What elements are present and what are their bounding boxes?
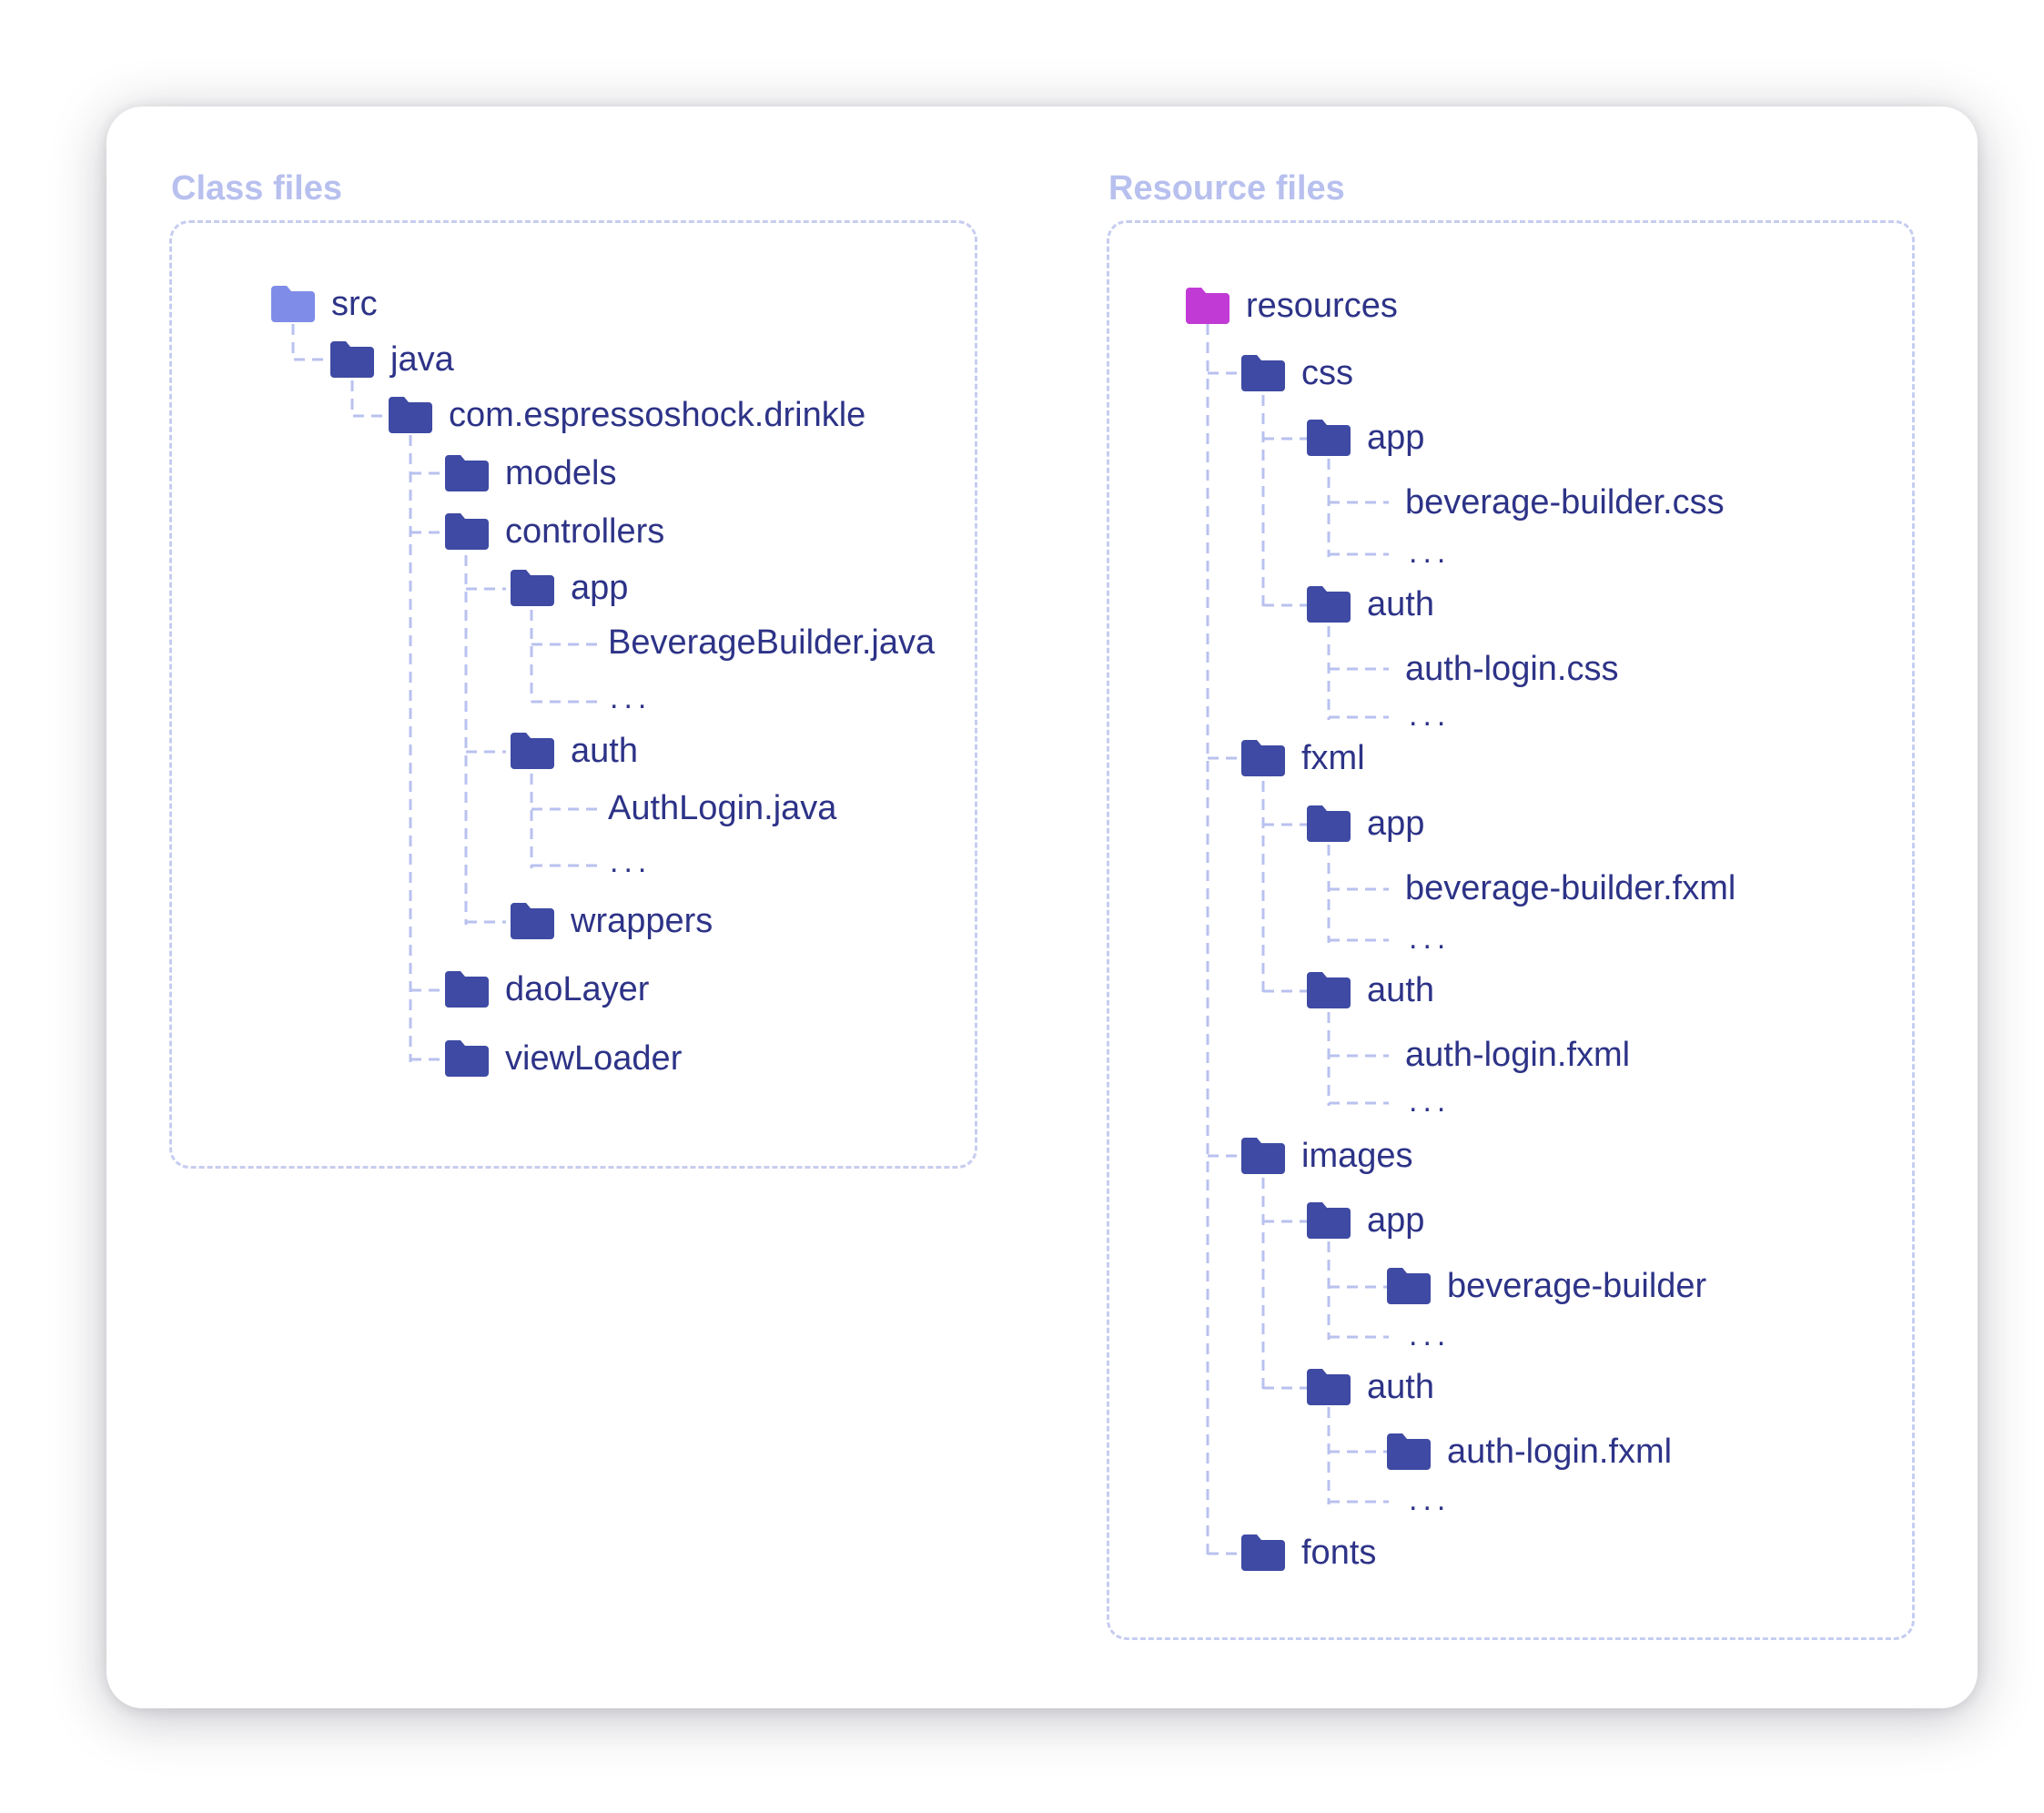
node-label: resources <box>1246 286 1398 325</box>
folder-icon <box>511 570 554 606</box>
node-label: controllers <box>505 511 665 551</box>
file-beverage-builder-css[interactable]: beverage-builder.css <box>1405 483 1725 522</box>
node-label: fxml <box>1301 738 1365 777</box>
tree-node-fxml-app[interactable]: app <box>1307 800 1424 847</box>
file-beverage-builder-java[interactable]: BeverageBuilder.java <box>608 623 936 662</box>
node-label: daoLayer <box>505 969 650 1008</box>
folder-icon <box>1307 420 1351 456</box>
node-label: images <box>1301 1136 1413 1175</box>
folder-icon <box>389 397 432 433</box>
tree-node-daolayer[interactable]: daoLayer <box>445 966 649 1013</box>
node-label: beverage-builder <box>1447 1266 1707 1305</box>
tree-node-images[interactable]: images <box>1241 1132 1413 1180</box>
tree-node-controllers[interactable]: controllers <box>445 508 664 555</box>
tree-node-src[interactable]: src <box>271 280 378 328</box>
node-label: css <box>1301 353 1353 392</box>
node-label: models <box>505 453 617 492</box>
tree-node-fxml-auth[interactable]: auth <box>1307 967 1434 1014</box>
tree-node-images-beverage-builder[interactable]: beverage-builder <box>1387 1262 1706 1310</box>
tree-node-package[interactable]: com.espressoshock.drinkle <box>389 391 865 439</box>
folder-icon <box>1307 972 1351 1008</box>
tree-node-wrappers[interactable]: wrappers <box>511 897 713 945</box>
folder-icon <box>445 455 489 491</box>
ellipsis: ... <box>610 845 653 879</box>
node-label: auth <box>1367 1367 1434 1406</box>
node-label: auth <box>1367 584 1434 623</box>
diagram-card <box>106 106 1978 1708</box>
class-files-panel <box>169 220 977 1169</box>
folder-icon <box>445 1040 489 1077</box>
ellipsis: ... <box>1409 1084 1452 1119</box>
node-label: auth-login.fxml <box>1447 1432 1673 1471</box>
folder-icon <box>1241 740 1285 776</box>
folder-icon <box>1241 1534 1285 1571</box>
node-label: src <box>331 284 378 323</box>
node-label: auth <box>1367 970 1434 1009</box>
file-auth-login-css[interactable]: auth-login.css <box>1405 650 1619 688</box>
tree-node-images-auth-login[interactable]: auth-login.fxml <box>1387 1428 1672 1475</box>
tree-node-images-app[interactable]: app <box>1307 1197 1424 1244</box>
folder-icon <box>1241 355 1285 391</box>
tree-node-java[interactable]: java <box>330 336 454 383</box>
folder-icon <box>271 286 315 322</box>
tree-node-images-auth[interactable]: auth <box>1307 1363 1434 1411</box>
folder-icon <box>511 733 554 769</box>
ellipsis: ... <box>1409 698 1452 733</box>
node-label: viewLoader <box>505 1038 683 1078</box>
node-label: wrappers <box>571 901 713 940</box>
node-label: app <box>1367 804 1425 843</box>
ellipsis: ... <box>1409 1483 1452 1517</box>
tree-node-css-auth[interactable]: auth <box>1307 581 1434 628</box>
folder-icon <box>1307 1369 1351 1405</box>
folder-icon <box>511 903 554 939</box>
node-label: java <box>390 339 454 379</box>
file-beverage-builder-fxml[interactable]: beverage-builder.fxml <box>1405 869 1736 907</box>
folder-icon <box>1307 1202 1351 1239</box>
file-auth-login-fxml[interactable]: auth-login.fxml <box>1405 1036 1631 1074</box>
node-label: app <box>1367 418 1425 457</box>
folder-icon <box>1387 1433 1431 1470</box>
ellipsis: ... <box>1409 535 1452 570</box>
node-label: auth <box>571 731 638 770</box>
resource-files-title: Resource files <box>1108 169 1345 208</box>
folder-icon <box>1307 805 1351 842</box>
ellipsis: ... <box>610 681 653 715</box>
tree-node-viewloader[interactable]: viewLoader <box>445 1035 682 1082</box>
node-label: app <box>571 568 629 607</box>
folder-icon <box>330 341 374 378</box>
folder-icon <box>445 513 489 550</box>
node-label: fonts <box>1301 1533 1377 1572</box>
node-label: com.espressoshock.drinkle <box>449 395 866 434</box>
folder-icon <box>1186 288 1229 324</box>
tree-node-models[interactable]: models <box>445 450 617 497</box>
folder-icon <box>1307 586 1351 623</box>
tree-node-fonts[interactable]: fonts <box>1241 1529 1376 1576</box>
folder-icon <box>445 971 489 1008</box>
file-auth-login-java[interactable]: AuthLogin.java <box>608 789 837 827</box>
folder-icon <box>1241 1138 1285 1174</box>
ellipsis: ... <box>1409 1318 1452 1352</box>
tree-node-css[interactable]: css <box>1241 349 1353 397</box>
tree-node-resources[interactable]: resources <box>1186 282 1398 329</box>
ellipsis: ... <box>1409 921 1452 956</box>
tree-node-css-app[interactable]: app <box>1307 414 1424 461</box>
folder-icon <box>1387 1268 1431 1304</box>
tree-node-fxml[interactable]: fxml <box>1241 734 1365 782</box>
tree-node-controllers-auth[interactable]: auth <box>511 727 638 775</box>
node-label: app <box>1367 1200 1425 1240</box>
resource-files-panel <box>1107 220 1915 1640</box>
class-files-title: Class files <box>171 169 342 208</box>
tree-node-controllers-app[interactable]: app <box>511 564 628 612</box>
